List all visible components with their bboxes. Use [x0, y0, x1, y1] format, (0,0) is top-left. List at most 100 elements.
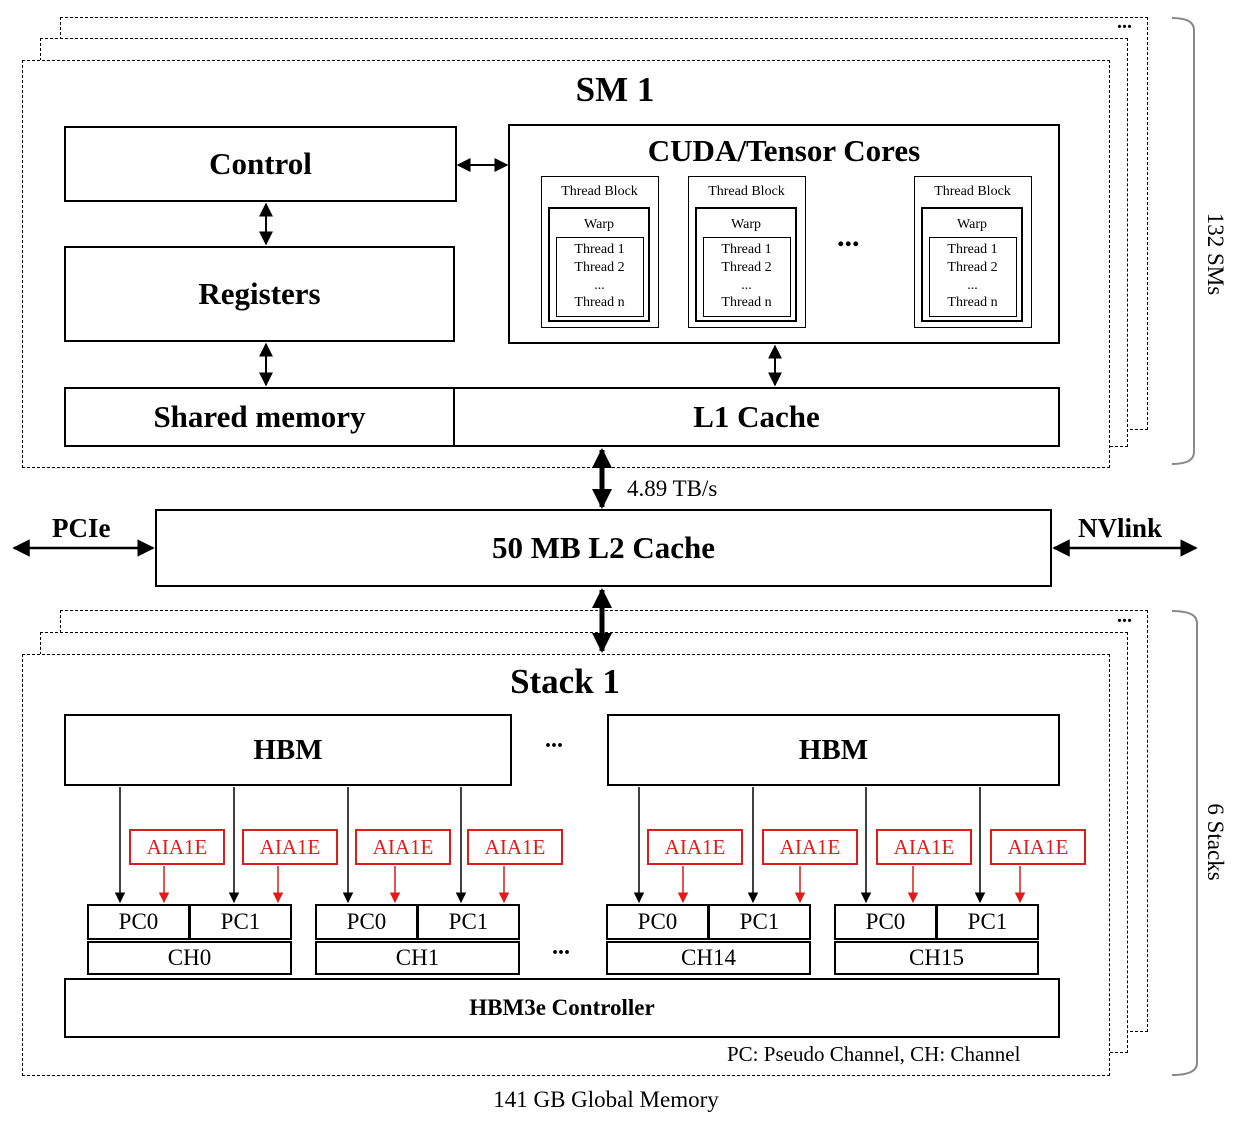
channel-label: CH15 — [909, 945, 964, 970]
thread-label: Thread 2 — [721, 260, 772, 275]
channel-label: CH0 — [167, 945, 212, 970]
global-memory-label: 141 GB Global Memory — [493, 1087, 719, 1112]
l2-cache-label: 50 MB L2 Cache — [491, 530, 715, 565]
thread-label: Thread n — [721, 295, 772, 310]
control-label: Control — [209, 146, 312, 181]
stack-title: Stack 1 — [510, 662, 620, 701]
aia-box: AIA1E — [876, 829, 972, 865]
sm-count-bracket — [1171, 17, 1195, 465]
warp-label: Warp — [731, 217, 761, 232]
aia-label: AIA1E — [1007, 834, 1069, 859]
aia-box: AIA1E — [242, 829, 338, 865]
sm-title: SM 1 — [575, 70, 655, 109]
channel-box: CH0 — [87, 941, 292, 975]
aia-label: AIA1E — [893, 834, 955, 859]
pseudo-channel-label: PC0 — [637, 909, 678, 934]
thread-label: ... — [594, 278, 605, 293]
channel-ellipsis: ... — [552, 934, 570, 960]
stack-count-bracket — [1171, 610, 1198, 1076]
thread-label: Thread n — [947, 295, 998, 310]
nvlink-label: NVlink — [1078, 513, 1163, 543]
cuda-tensor-cores-title: CUDA/Tensor Cores — [647, 133, 921, 168]
pseudo-channel-label: PC0 — [118, 909, 159, 934]
hbm-connector-lines — [114, 787, 1026, 904]
pseudo-channel-label: PC1 — [739, 909, 780, 934]
pseudo-channel-box: PC0 — [315, 904, 418, 940]
bandwidth-label: 4.89 TB/s — [627, 476, 718, 501]
sm-back-ellipsis: ... — [1117, 11, 1132, 33]
l1-cache-box: L1 Cache — [453, 387, 1060, 447]
thread-block-title: Thread Block — [561, 184, 638, 199]
shared-memory-box: Shared memory — [64, 387, 455, 447]
aia-label: AIA1E — [146, 834, 208, 859]
thread-label: Thread 1 — [574, 242, 625, 257]
aia-label: AIA1E — [259, 834, 321, 859]
thread-list-box: Thread 1 Thread 2... Thread n — [703, 237, 791, 317]
stack-back-ellipsis: ... — [1117, 605, 1132, 627]
thread-label: Thread 1 — [721, 242, 772, 257]
channel-box: CH1 — [315, 941, 520, 975]
hbm3e-controller-label: HBM3e Controller — [469, 995, 655, 1020]
pseudo-channel-box: PC0 — [834, 904, 937, 940]
aia-label: AIA1E — [779, 834, 841, 859]
pseudo-channel-box: PC1 — [189, 904, 292, 940]
pseudo-channel-box: PC1 — [708, 904, 811, 940]
thread-list-box: Thread 1 Thread 2... Thread n — [929, 237, 1017, 317]
thread-block-ellipsis: ... — [837, 220, 860, 253]
thread-block-title: Thread Block — [934, 184, 1011, 199]
aia-label: AIA1E — [484, 834, 546, 859]
thread-label: Thread 2 — [947, 260, 998, 275]
control-box: Control — [64, 126, 457, 202]
thread-label: Thread 2 — [574, 260, 625, 275]
channel-label: CH14 — [681, 945, 736, 970]
hbm3e-controller-box: HBM3e Controller — [64, 978, 1060, 1038]
channel-label: CH1 — [395, 945, 440, 970]
thread-label: ... — [967, 278, 978, 293]
pseudo-channel-label: PC1 — [967, 909, 1008, 934]
aia-box: AIA1E — [355, 829, 451, 865]
thread-block-title: Thread Block — [708, 184, 785, 199]
pcie-label: PCIe — [52, 513, 111, 543]
thread-label: ... — [741, 278, 752, 293]
aia-box: AIA1E — [990, 829, 1086, 865]
pseudo-channel-label: PC1 — [220, 909, 261, 934]
hbm-ellipsis: ... — [545, 727, 563, 753]
pseudo-channel-box: PC1 — [936, 904, 1039, 940]
shared-memory-label: Shared memory — [153, 399, 366, 434]
pseudo-channel-box: PC0 — [606, 904, 709, 940]
aia-box: AIA1E — [467, 829, 563, 865]
aia-box: AIA1E — [129, 829, 225, 865]
hbm-left-box: HBM — [64, 714, 512, 786]
channel-box: CH15 — [834, 941, 1039, 975]
aia-box: AIA1E — [647, 829, 743, 865]
thread-label: Thread 1 — [947, 242, 998, 257]
hbm-right-box: HBM — [607, 714, 1060, 786]
pseudo-channel-box: PC0 — [87, 904, 190, 940]
pseudo-channel-box: PC1 — [417, 904, 520, 940]
pseudo-channel-label: PC1 — [448, 909, 489, 934]
aia-box: AIA1E — [762, 829, 858, 865]
hbm-left-label: HBM — [253, 733, 323, 766]
pseudo-channel-label: PC0 — [865, 909, 906, 934]
channel-box: CH14 — [606, 941, 811, 975]
legend-text: PC: Pseudo Channel, CH: Channel — [727, 1042, 1021, 1066]
hbm-right-label: HBM — [798, 733, 869, 766]
warp-label: Warp — [957, 217, 987, 232]
l1-cache-label: L1 Cache — [693, 399, 820, 434]
warp-label: Warp — [584, 217, 614, 232]
aia-label: AIA1E — [664, 834, 726, 859]
registers-label: Registers — [198, 276, 321, 311]
thread-list-box: Thread 1 Thread 2... Thread n — [556, 237, 644, 317]
pseudo-channel-label: PC0 — [346, 909, 387, 934]
registers-box: Registers — [64, 246, 455, 342]
aia-label: AIA1E — [372, 834, 434, 859]
thread-label: Thread n — [574, 295, 625, 310]
l2-cache-box: 50 MB L2 Cache — [155, 509, 1052, 587]
